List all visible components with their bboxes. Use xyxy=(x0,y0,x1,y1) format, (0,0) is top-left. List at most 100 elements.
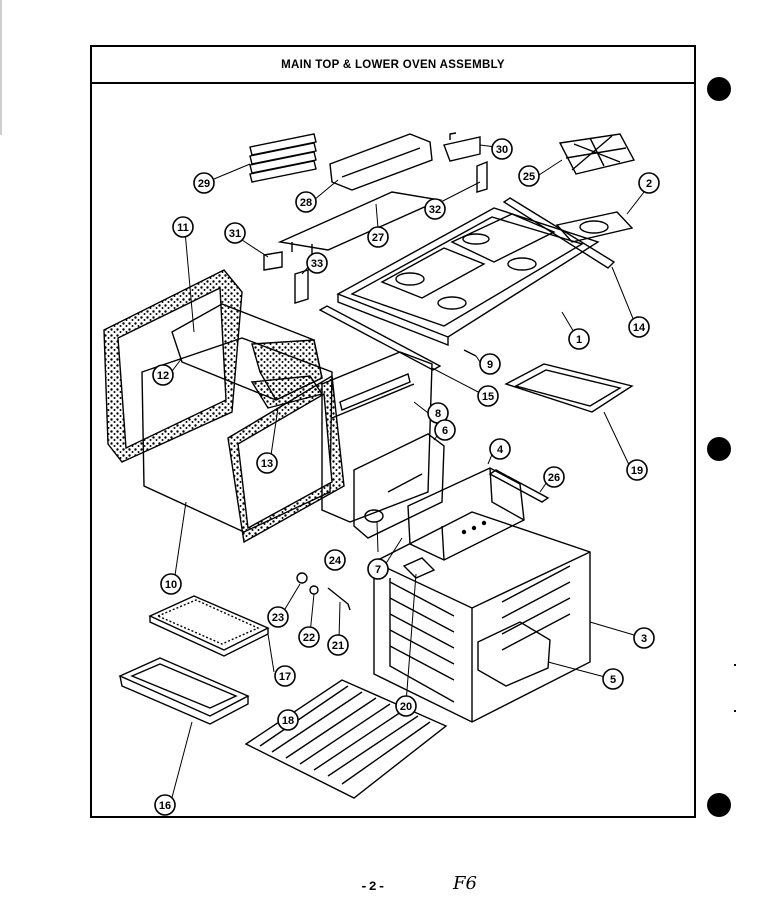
svg-text:7: 7 xyxy=(375,564,381,576)
svg-text:16: 16 xyxy=(159,800,171,812)
callout-16: 16 xyxy=(154,794,176,816)
svg-text:30: 30 xyxy=(496,144,508,156)
svg-text:13: 13 xyxy=(261,458,273,470)
callout-23: 23 xyxy=(267,606,289,628)
svg-text:8: 8 xyxy=(435,408,441,420)
callout-31: 31 xyxy=(224,222,246,244)
svg-text:4: 4 xyxy=(497,444,504,456)
callout-22: 22 xyxy=(298,626,320,648)
part-18-oven-rack xyxy=(244,679,448,799)
part-25-grate xyxy=(558,133,636,175)
svg-text:12: 12 xyxy=(157,370,169,382)
svg-text:20: 20 xyxy=(400,701,412,713)
part-24-igniter xyxy=(364,509,384,523)
exploded-parts-diagram: 29 28 27 30 32 25 2 31 33 11 1 14 9 15 1… xyxy=(103,132,660,816)
part-22-fitting xyxy=(309,585,319,595)
svg-text:11: 11 xyxy=(177,222,189,234)
svg-text:19: 19 xyxy=(631,465,643,477)
callout-14: 14 xyxy=(628,316,650,338)
callout-30: 30 xyxy=(491,138,513,160)
part-32-bracket xyxy=(476,160,488,193)
svg-text:5: 5 xyxy=(610,674,616,686)
part-10-insulation-wrap xyxy=(141,337,345,544)
part-1-cooktop xyxy=(336,207,600,347)
callout-2: 2 xyxy=(638,172,660,194)
callout-28: 28 xyxy=(295,191,317,213)
svg-text:25: 25 xyxy=(523,171,535,183)
part-20-inlet xyxy=(402,557,436,579)
callout-18: 18 xyxy=(277,709,299,731)
svg-text:6: 6 xyxy=(442,425,448,437)
svg-text:1: 1 xyxy=(576,334,582,346)
part-30-bracket xyxy=(443,136,481,162)
svg-text:3: 3 xyxy=(641,633,647,645)
part-21-fitting xyxy=(327,587,351,611)
callout-27: 27 xyxy=(367,226,389,248)
svg-text:21: 21 xyxy=(332,640,344,652)
callout-33: 33 xyxy=(306,252,328,274)
svg-text:15: 15 xyxy=(482,391,494,403)
page-code: F6 xyxy=(453,873,477,894)
callout-7: 7 xyxy=(367,558,389,580)
callout-9: 9 xyxy=(479,353,501,375)
callout-4: 4 xyxy=(489,438,511,460)
callout-6: 6 xyxy=(434,419,456,441)
callout-24: 24 xyxy=(324,549,346,571)
callout-21: 21 xyxy=(327,634,349,656)
svg-text:23: 23 xyxy=(272,612,284,624)
part-14-side-trim xyxy=(502,197,616,269)
svg-text:22: 22 xyxy=(303,632,315,644)
svg-text:2: 2 xyxy=(646,178,652,190)
svg-text:10: 10 xyxy=(165,579,177,591)
svg-text:27: 27 xyxy=(372,232,384,244)
diagram-title: MAIN TOP & LOWER OVEN ASSEMBLY xyxy=(92,47,694,84)
svg-text:28: 28 xyxy=(300,197,312,209)
svg-text:17: 17 xyxy=(279,671,291,683)
callout-17: 17 xyxy=(274,665,296,687)
part-5-oven-pan xyxy=(477,621,551,687)
callout-8: 8 xyxy=(427,402,449,424)
callout-13: 13 xyxy=(256,452,278,474)
part-26-rail xyxy=(488,469,550,503)
part-6-baffle xyxy=(353,433,445,539)
part-23-fitting xyxy=(296,572,308,584)
callout-3: 3 xyxy=(633,627,655,649)
callout-26: 26 xyxy=(543,466,565,488)
part-3-oven-cavity xyxy=(373,511,591,723)
callout-10: 10 xyxy=(160,573,182,595)
svg-text:14: 14 xyxy=(633,322,646,334)
diagram-frame: MAIN TOP & LOWER OVEN ASSEMBLY xyxy=(90,45,696,818)
part-4-burner-tube xyxy=(407,467,525,561)
scan-speck xyxy=(734,710,736,712)
part-17-broiler-grid xyxy=(148,595,270,657)
callout-1: 1 xyxy=(568,328,590,350)
part-2-burner-bowl xyxy=(555,211,634,243)
callout-29: 29 xyxy=(193,172,215,194)
callout-32: 32 xyxy=(424,198,446,220)
binder-hole-top xyxy=(707,77,731,101)
callout-5: 5 xyxy=(602,668,624,690)
part-29-louver-strips xyxy=(249,133,317,183)
svg-text:24: 24 xyxy=(329,555,342,567)
part-9-pin xyxy=(463,349,477,357)
svg-text:32: 32 xyxy=(429,204,441,216)
part-8-back-panel xyxy=(321,351,433,523)
svg-text:26: 26 xyxy=(548,472,560,484)
part-33-bracket xyxy=(294,269,309,304)
page-number: -2- xyxy=(360,879,387,894)
callout-15: 15 xyxy=(477,385,499,407)
scan-edge xyxy=(0,0,2,135)
binder-hole-middle xyxy=(707,437,731,461)
callout-25: 25 xyxy=(518,165,540,187)
svg-text:9: 9 xyxy=(487,359,493,371)
svg-text:31: 31 xyxy=(229,228,241,240)
callout-12: 12 xyxy=(152,364,174,386)
binder-hole-bottom xyxy=(707,793,731,817)
svg-text:29: 29 xyxy=(198,178,210,190)
svg-text:33: 33 xyxy=(311,258,323,270)
part-15-front-trim xyxy=(318,305,442,371)
svg-text:18: 18 xyxy=(282,715,294,727)
part-28-trim xyxy=(329,133,433,191)
callout-19: 19 xyxy=(626,459,648,481)
scan-speck xyxy=(734,664,736,666)
